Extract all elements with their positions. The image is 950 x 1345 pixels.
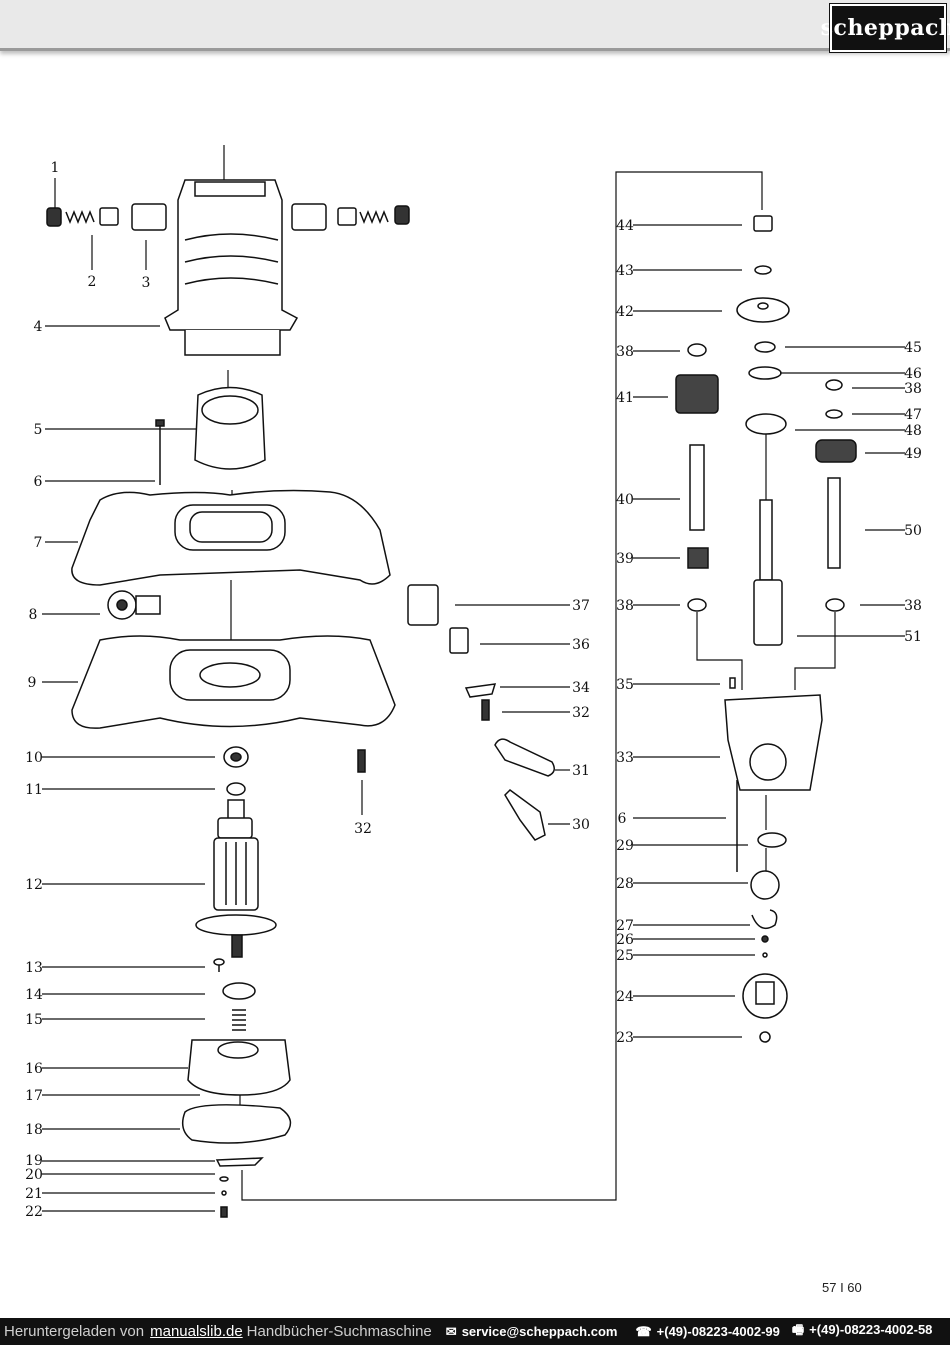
email-address[interactable]: service@scheppach.com: [461, 1323, 618, 1339]
label-34: 34: [572, 680, 590, 696]
label-32-bottom: 32: [354, 821, 372, 837]
leader-lines: [42, 145, 905, 1212]
label-25: 25: [616, 948, 634, 964]
fax-icon: 🖷: [791, 1321, 805, 1337]
label-8: 8: [29, 607, 38, 623]
label-46: 46: [904, 366, 922, 382]
label-16: 16: [25, 1061, 43, 1077]
label-20: 20: [25, 1167, 43, 1183]
email-icon: ✉: [445, 1323, 457, 1339]
fax-number: +(49)-08223-4002-58: [809, 1321, 933, 1337]
label-12: 12: [25, 877, 43, 893]
label-7: 7: [34, 535, 43, 551]
part-labels: 1 2 3 4 5 6 7 8 9 10 11 12 13 14 15 16 1…: [25, 160, 922, 1220]
label-24: 24: [616, 989, 634, 1005]
label-39: 39: [616, 551, 634, 567]
brand-logo-text: scheppach: [820, 15, 950, 41]
label-45: 45: [904, 340, 922, 356]
label-49: 49: [904, 446, 922, 462]
label-22: 22: [25, 1204, 43, 1220]
label-27: 27: [616, 918, 634, 934]
label-14: 14: [25, 987, 43, 1003]
phone-number: +(49)-08223-4002-99: [656, 1323, 780, 1339]
label-9: 9: [28, 675, 37, 691]
label-31: 31: [572, 763, 590, 779]
label-33: 33: [616, 750, 634, 766]
label-17: 17: [25, 1088, 43, 1104]
footer-bar: Heruntergeladen von manualslib.de Handbü…: [0, 1318, 950, 1345]
label-44: 44: [616, 218, 634, 234]
label-1: 1: [51, 160, 60, 176]
label-15: 15: [25, 1012, 43, 1028]
label-38-d: 38: [904, 598, 922, 614]
label-51: 51: [904, 629, 922, 645]
label-38-a: 38: [616, 344, 634, 360]
label-38-c: 38: [904, 381, 922, 397]
label-43: 43: [616, 263, 634, 279]
label-6-right: 6: [618, 811, 627, 827]
label-23: 23: [616, 1030, 634, 1046]
label-6: 6: [34, 474, 43, 490]
label-41: 41: [616, 390, 634, 406]
brand-logo: scheppach: [821, 3, 950, 53]
label-48: 48: [904, 423, 922, 439]
manualslib-link[interactable]: manualslib.de: [150, 1323, 243, 1340]
phone-icon: ☎: [635, 1323, 652, 1339]
label-47: 47: [904, 407, 922, 423]
label-13: 13: [25, 960, 43, 976]
label-10: 10: [25, 750, 43, 766]
label-29: 29: [616, 838, 634, 854]
parts: [46, 179, 857, 1218]
label-28: 28: [616, 876, 634, 892]
label-38-b: 38: [616, 598, 634, 614]
header-bar: scheppach: [0, 0, 950, 53]
label-30: 30: [572, 817, 590, 833]
label-4: 4: [34, 319, 43, 335]
label-50: 50: [904, 523, 922, 539]
search-engine-text: Handbücher-Suchmaschine: [246, 1323, 432, 1340]
label-18: 18: [25, 1122, 43, 1138]
label-26: 26: [616, 932, 634, 948]
downloaded-from-text: Heruntergeladen von: [4, 1323, 145, 1340]
label-3: 3: [142, 275, 151, 291]
label-35: 35: [616, 677, 634, 693]
label-32-mid: 32: [572, 705, 590, 721]
page-number: 57 I 60: [822, 1280, 862, 1295]
label-11: 11: [25, 782, 43, 798]
label-37: 37: [572, 598, 590, 614]
label-40: 40: [616, 492, 634, 508]
label-2: 2: [88, 274, 97, 290]
label-36: 36: [572, 637, 590, 653]
label-21: 21: [25, 1186, 43, 1202]
label-5: 5: [34, 422, 43, 438]
label-19: 19: [25, 1153, 43, 1169]
label-42: 42: [616, 304, 634, 320]
